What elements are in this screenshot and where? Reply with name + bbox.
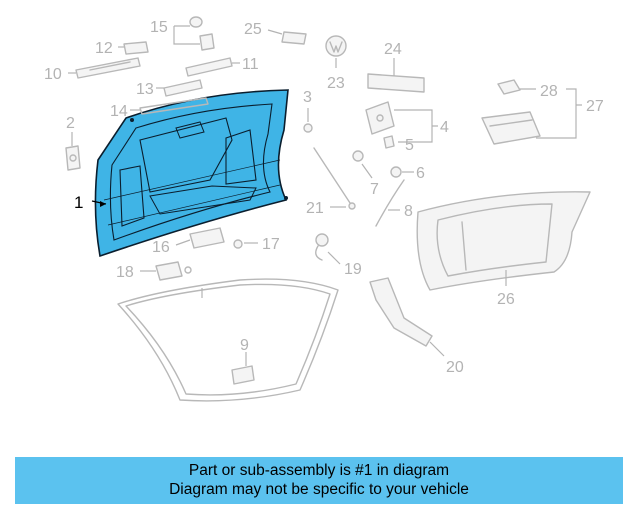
part-10-hinge bbox=[75, 57, 141, 79]
part-17-screw bbox=[233, 239, 243, 249]
callout-9: 9 bbox=[240, 337, 249, 354]
callout-10: 10 bbox=[44, 66, 62, 83]
part-9-striker bbox=[231, 365, 255, 385]
callout-5: 5 bbox=[405, 137, 414, 154]
part-24-nameplate bbox=[367, 73, 425, 93]
part-3-clip bbox=[303, 123, 313, 133]
part-21-strut bbox=[313, 147, 356, 210]
callout-17: 17 bbox=[262, 236, 280, 253]
part-5-bolt bbox=[383, 135, 395, 149]
callout-24: 24 bbox=[384, 41, 402, 58]
parts-diagram: 1 2 10 12 11 13 14 15 25 bbox=[44, 16, 604, 402]
banner-line-1: Part or sub-assembly is #1 in diagram bbox=[188, 462, 450, 479]
callout-2: 2 bbox=[66, 115, 75, 132]
callout-11: 11 bbox=[242, 56, 259, 73]
callout-18: 18 bbox=[116, 264, 134, 281]
trunk-lid-part-1[interactable] bbox=[94, 89, 289, 258]
part-6-grommet bbox=[390, 166, 402, 178]
callout-23: 23 bbox=[327, 75, 345, 92]
callout-4: 4 bbox=[440, 119, 449, 136]
part-14-seal bbox=[139, 97, 209, 115]
part-27-lamp bbox=[481, 111, 541, 145]
callout-8: 8 bbox=[404, 203, 413, 220]
callout-3: 3 bbox=[303, 89, 312, 106]
part-25-badge bbox=[281, 31, 307, 45]
part-26-trunk-liner bbox=[416, 191, 591, 291]
callout-7: 7 bbox=[370, 181, 379, 198]
part-11-strip bbox=[185, 57, 233, 77]
callout-13: 13 bbox=[136, 81, 154, 98]
callout-14: 14 bbox=[110, 103, 128, 120]
callout-27: 27 bbox=[586, 98, 604, 115]
part-19-cable bbox=[315, 233, 329, 261]
part-12-clip bbox=[123, 41, 149, 55]
info-banner: Part or sub-assembly is #1 in diagram Di… bbox=[15, 457, 623, 504]
part-7-bumper bbox=[352, 150, 364, 162]
callout-21: 21 bbox=[306, 200, 324, 217]
part-28-lens bbox=[497, 79, 521, 95]
banner-line-2: Diagram may not be specific to your vehi… bbox=[169, 481, 469, 498]
part-20-hinge bbox=[369, 277, 433, 347]
callout-15: 15 bbox=[150, 19, 168, 36]
part-23-emblem bbox=[325, 35, 347, 57]
part-2-bracket bbox=[65, 145, 81, 171]
callout-28: 28 bbox=[540, 83, 558, 100]
callout-20: 20 bbox=[446, 359, 464, 376]
callout-25: 25 bbox=[244, 21, 262, 38]
callout-26: 26 bbox=[497, 291, 515, 308]
part-15-lock-cylinder bbox=[189, 16, 215, 51]
callout-19: 19 bbox=[344, 261, 362, 278]
callout-12: 12 bbox=[95, 40, 113, 57]
callout-6: 6 bbox=[416, 165, 425, 182]
part-16-latch-bracket bbox=[189, 227, 225, 249]
part-18-motor bbox=[155, 261, 192, 281]
part-13-strip bbox=[163, 79, 203, 97]
callout-16: 16 bbox=[152, 239, 170, 256]
callout-1: 1 bbox=[74, 193, 83, 212]
part-4-latch bbox=[365, 101, 395, 135]
part-8-rod bbox=[375, 179, 405, 227]
trunk-weatherstrip bbox=[117, 278, 339, 402]
